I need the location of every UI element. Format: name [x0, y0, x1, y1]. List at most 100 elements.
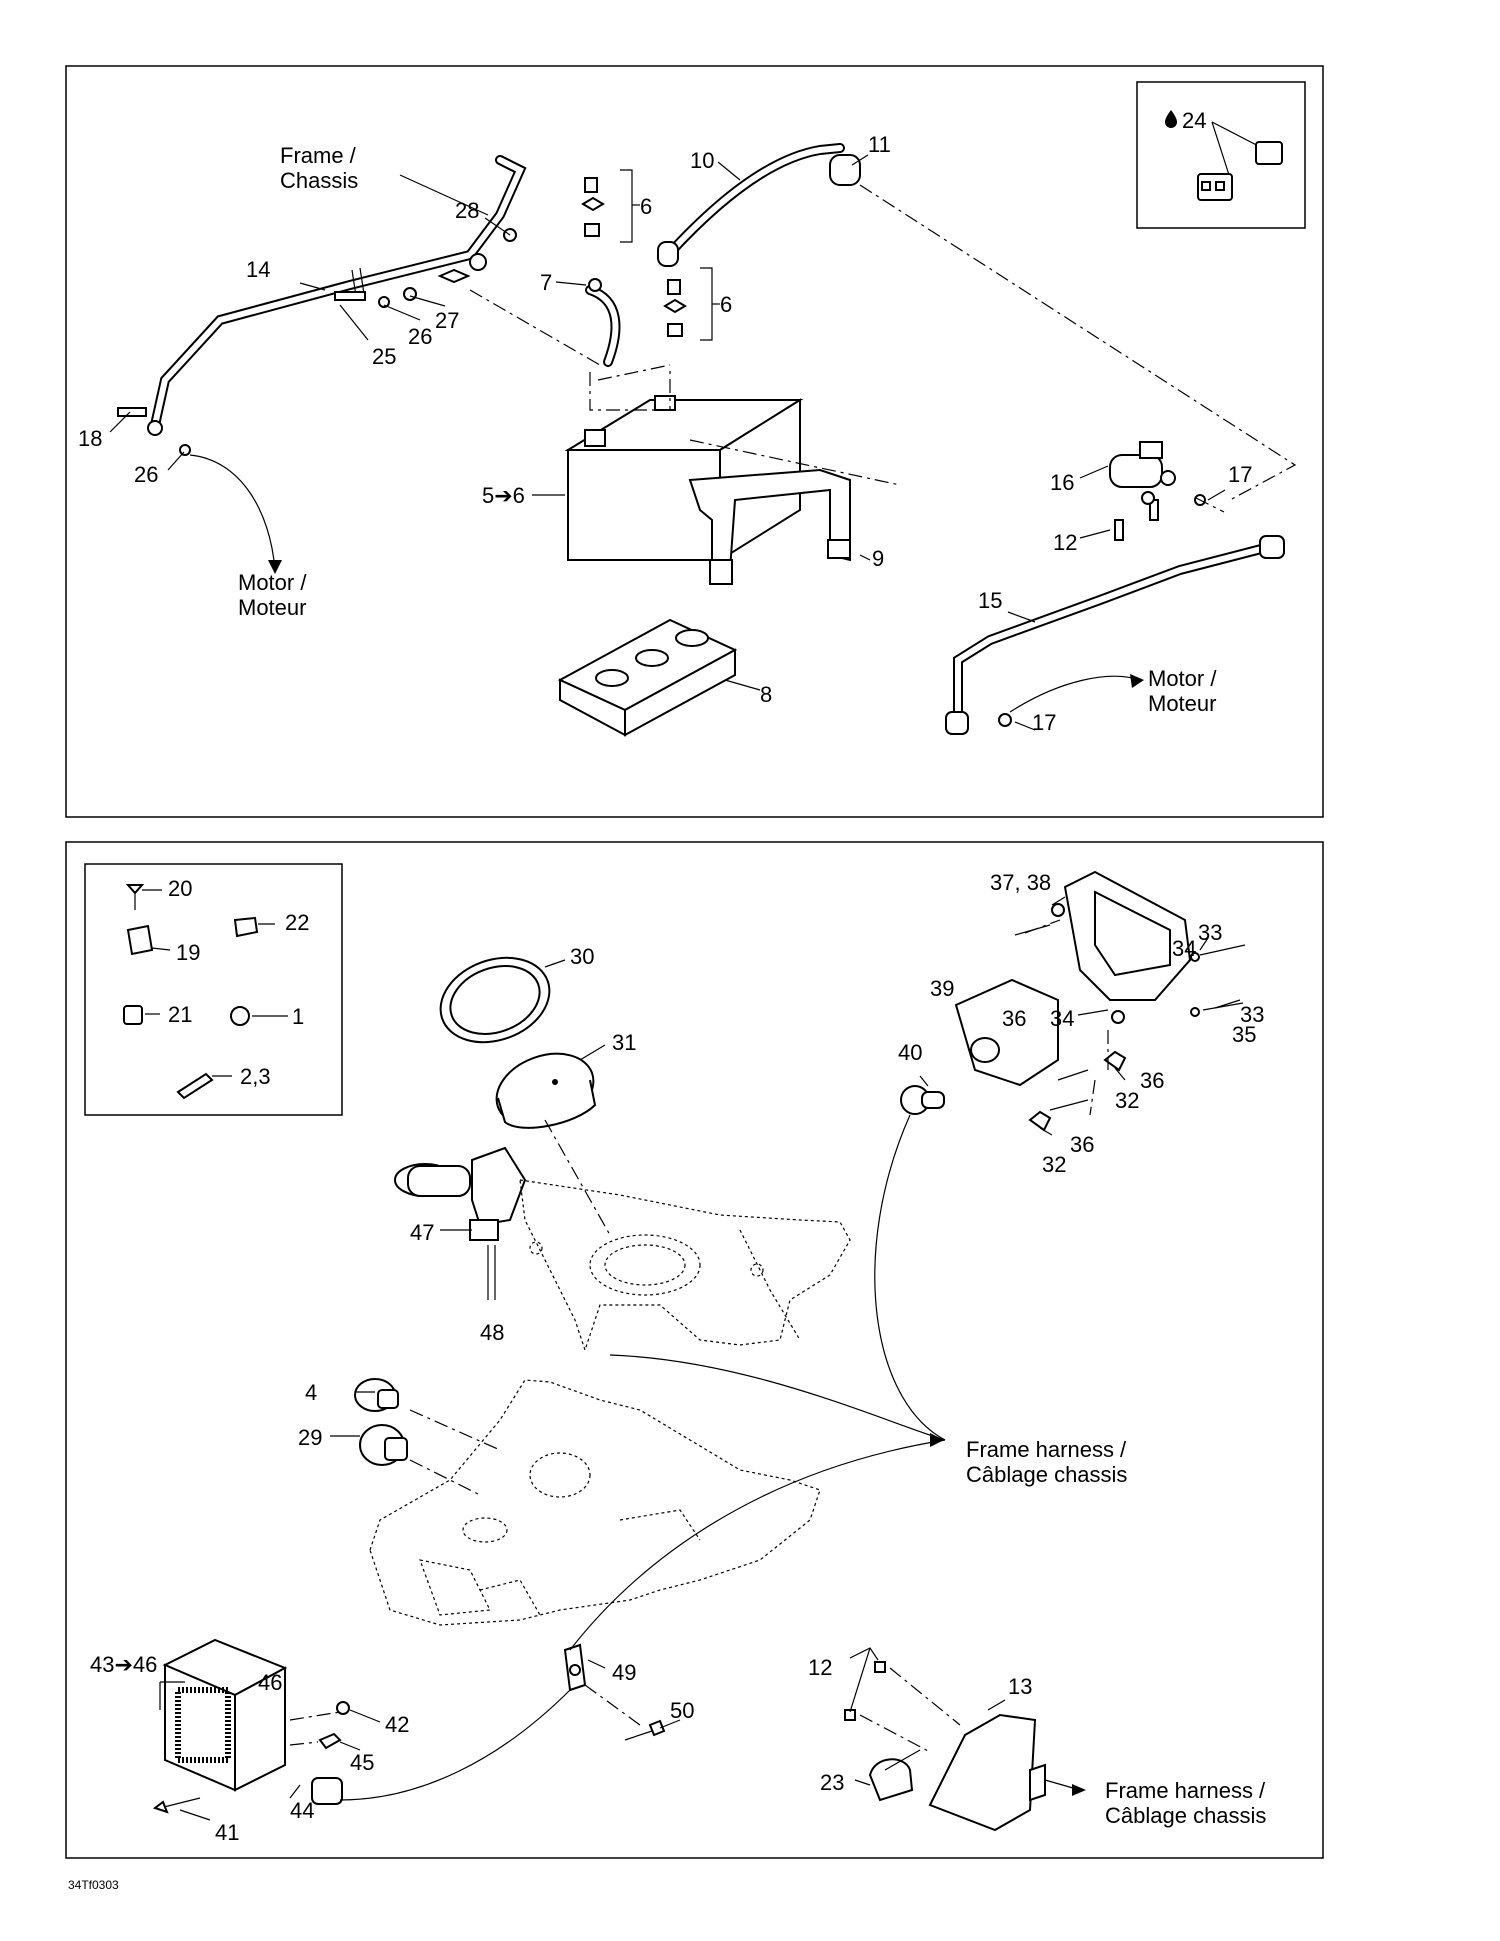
harness-bottom-line1: Frame harness /: [1105, 1778, 1266, 1803]
callout-45: 45: [350, 1750, 374, 1775]
callout-11: 11: [868, 132, 891, 157]
headlight-housing-37-38: [1051, 870, 1192, 1024]
callout-1: 1: [292, 1004, 304, 1029]
leaders-top: [109, 154, 1226, 731]
callout-43-46: 43➔46: [90, 1652, 157, 1677]
callout-8: 8: [760, 682, 772, 707]
callout-25: 25: [372, 344, 396, 369]
switch-29: [359, 1424, 408, 1466]
callout-33b: 33: [1240, 1002, 1264, 1027]
callout-24: 24: [1182, 108, 1206, 133]
callout-6b: 6: [720, 292, 732, 317]
callout-21: 21: [168, 1002, 192, 1027]
callout-16: 16: [1050, 470, 1074, 495]
small-hardware: [117, 177, 1206, 727]
taillight-43-46: [152, 1638, 350, 1814]
callout-47: 47: [410, 1220, 434, 1245]
assembly-lines-top: [469, 184, 1297, 513]
callout-6a: 6: [640, 194, 652, 219]
callout-15: 15: [978, 588, 1002, 613]
callout-2-3: 2,3: [240, 1064, 271, 1089]
top-panel: 24: [65, 65, 1324, 818]
leaders-bottom: [159, 896, 1241, 1821]
cable-15: [945, 535, 1285, 735]
assembly-lines-bottom: [409, 1119, 611, 1496]
callout-27: 27: [435, 308, 459, 333]
callout-12: 12: [1053, 530, 1077, 555]
callout-26a: 26: [134, 462, 158, 487]
solenoid-16: [1109, 441, 1176, 505]
callout-13: 13: [1008, 1674, 1032, 1699]
callout-36c: 36: [1070, 1132, 1094, 1157]
callout-12b: 12: [808, 1655, 832, 1680]
callout-35: 35: [1232, 1022, 1256, 1047]
callout-18: 18: [78, 426, 102, 451]
frame-label-line1: Frame /: [280, 143, 357, 168]
drawing-code: 34Tf0303: [68, 1878, 119, 1892]
frame-label-line2: Chassis: [280, 168, 358, 193]
bottom-panel: 20 19 22 21 1 2,3: [65, 841, 1324, 1859]
clips-inset: 20 19 22 21 1 2,3: [84, 863, 343, 1116]
callout-34b: 34: [1050, 1006, 1074, 1031]
battery-strap-9: [688, 468, 851, 585]
harness-bottom-line2: Câblage chassis: [1105, 1803, 1266, 1828]
motor-left-line2: Moteur: [238, 595, 306, 620]
bulb-40: [900, 1085, 945, 1115]
callout-46: 46: [258, 1670, 282, 1695]
callout-36b: 36: [1140, 1068, 1164, 1093]
clamp-49: [563, 1643, 666, 1741]
drop-icon: [1165, 110, 1177, 128]
callout-48: 48: [480, 1320, 504, 1345]
ground-cable-14: [147, 155, 527, 436]
headlight-hardware: [1014, 919, 1246, 1132]
callout-49: 49: [612, 1660, 636, 1685]
callout-42: 42: [385, 1712, 409, 1737]
callout-44: 44: [290, 1798, 314, 1823]
callout-17b: 17: [1032, 710, 1056, 735]
labels-top: Frame / Chassis 28 14 27 26 25 18 26 Mot…: [78, 132, 1252, 735]
labels-bottom: 30 31 47 48 4 29 37, 38 33 34 36 34 39 3…: [90, 870, 1266, 1845]
upper-console: [519, 1179, 851, 1352]
callout-39: 39: [930, 976, 954, 1001]
callout-36a: 36: [1002, 1006, 1026, 1031]
callout-26b: 26: [408, 324, 432, 349]
callout-40: 40: [898, 1040, 922, 1065]
gauge-31: [495, 1052, 597, 1129]
callout-30: 30: [570, 944, 594, 969]
regulator-13: [844, 1661, 1046, 1832]
motor-left-line1: Motor /: [238, 570, 307, 595]
connector-inset: 24: [1136, 81, 1306, 229]
gauge-ring-30: [439, 956, 551, 1044]
callout-41: 41: [215, 1820, 239, 1845]
callout-23: 23: [820, 1770, 844, 1795]
callout-29: 29: [298, 1425, 322, 1450]
lower-console: [369, 1379, 821, 1626]
harness-mid-line1: Frame harness /: [966, 1437, 1127, 1462]
callout-50: 50: [670, 1698, 694, 1723]
callout-7: 7: [540, 270, 552, 295]
top-panel-border: [65, 65, 1324, 818]
callout-9: 9: [872, 546, 884, 571]
callout-19: 19: [176, 940, 200, 965]
motor-right-line2: Moteur: [1148, 691, 1216, 716]
throttle-housing-47: [394, 1146, 527, 1300]
motor-right-line1: Motor /: [1148, 666, 1217, 691]
callout-14: 14: [246, 257, 270, 282]
callout-32b: 32: [1042, 1152, 1066, 1177]
boot-11: [829, 154, 861, 186]
switch-4: [354, 1378, 399, 1412]
clamp-23: [868, 1749, 921, 1802]
callout-28: 28: [455, 198, 479, 223]
callout-20: 20: [168, 876, 192, 901]
harness-lines: [339, 1114, 1086, 1801]
headlight-39: [954, 978, 1059, 1087]
callout-34a: 34: [1172, 936, 1196, 961]
callout-4: 4: [305, 1380, 317, 1405]
callout-31: 31: [612, 1030, 636, 1055]
callout-33a: 33: [1198, 920, 1222, 945]
battery-cable-10: [657, 143, 845, 267]
callout-32a: 32: [1115, 1088, 1139, 1113]
callout-22: 22: [285, 910, 309, 935]
callout-17a: 17: [1228, 462, 1252, 487]
